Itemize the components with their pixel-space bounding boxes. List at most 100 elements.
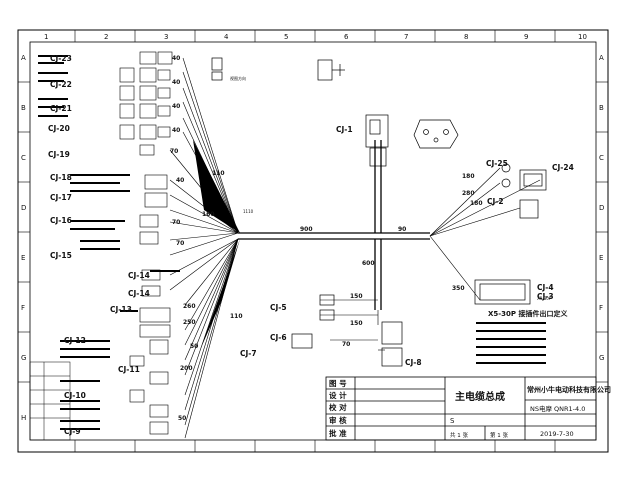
col-7: 7 [404,33,408,41]
left-connector-boxes [119,51,173,435]
grid-col-labels: 1 2 3 4 5 6 7 8 9 10 [44,33,587,41]
len-150b: 150 [350,320,363,327]
col-10: 10 [578,33,587,41]
tb-review: 审 核 [329,415,347,425]
tb-company: 常州小牛电动科技有限公司 [527,385,611,394]
label-cj16: CJ-16 [50,216,72,225]
tb-check: 校 对 [329,402,347,412]
row-d: D [21,204,26,212]
len-180: 180 [462,173,475,180]
grid-row-labels: A B C D E F G H A B C D E F G [21,54,604,422]
len-40c: 40 [172,103,180,110]
row-d-r: D [599,204,604,212]
label-cj10: CJ-10 [64,391,86,400]
label-cj3: CJ-3 [537,292,554,301]
len-40a: 40 [172,55,180,62]
label-cj2: CJ-2 [487,197,504,206]
label-cj5: CJ-5 [270,303,287,312]
col-9: 9 [524,33,528,41]
label-cj7: CJ-7 [240,349,257,358]
note-x5-30p: X5-30P [537,296,552,301]
len-350: 350 [452,285,465,292]
right-connectors [291,163,547,367]
tb-sheet-total: 共 1 张 [450,431,468,439]
outer-frame [17,29,609,453]
row-f: F [21,304,25,312]
len-90: 90 [398,226,406,233]
label-cj25: CJ-25 [486,159,508,168]
col-8: 8 [464,33,468,41]
left-branches-upper [169,57,239,256]
right-branches [429,167,541,301]
col-4: 4 [224,33,229,41]
col-3: 3 [164,33,168,41]
len-70: 70 [170,148,178,155]
len-900: 900 [300,226,313,233]
label-cj15: CJ-15 [50,251,72,260]
row-c: C [21,154,26,162]
label-cj1: CJ-1 [336,125,353,134]
tb-date: 2019-7-30 [540,430,574,438]
label-cj21: CJ-21 [50,104,72,113]
label-cj6: CJ-6 [270,333,287,342]
row-a-r: A [599,54,604,62]
row-g-r: G [599,354,604,362]
len-250: 250 [183,319,196,326]
len-50b: 50 [178,415,186,422]
grid-columns-top [74,30,556,452]
len-280: 280 [462,190,475,197]
grid-rows [18,81,608,383]
len-260: 260 [183,303,196,310]
tb-stage: S [450,417,455,425]
label-cj14: CJ-14 [128,271,150,280]
len-150a: 150 [350,293,363,300]
tb-approve: 批 准 [329,428,347,438]
revision-table [29,361,71,441]
label-cj9: CJ-9 [64,427,81,436]
label-cj18: CJ-18 [50,173,72,182]
tb-sheet-no: 第 1 张 [490,431,508,439]
label-cj19: CJ-19 [48,150,70,159]
len-200: 200 [180,365,193,372]
tb-model: NS电摩 QNR1-4.0 [530,404,585,413]
label-cj23: CJ-23 [50,54,72,63]
label-cj24: CJ-24 [552,163,574,172]
pinout-table [476,322,546,364]
note-view-direction: 视图方向 [230,75,246,81]
label-cj17: CJ-17 [50,193,72,202]
len-70d: 70 [342,341,350,348]
left-branches-lower [169,238,239,439]
label-cj4: CJ-4 [537,283,554,292]
lower-branches [320,299,385,351]
title-block-text: 图 号 设 计 校 对 审 核 批 准 主电缆总成 常州小牛电动科技有限公司 N… [329,379,611,439]
main-trunk [238,140,430,310]
top-plug-figure [211,57,459,167]
row-c-r: C [599,154,604,162]
col-1: 1 [44,33,48,41]
left-annotation-strips [38,55,180,430]
label-cj13: CJ-13 [110,305,132,314]
length-labels: 40 40 40 40 70 110 40 160 70 70 900 90 6… [170,55,483,422]
len-50: 50 [190,343,198,350]
connector-labels: CJ-23 CJ-22 CJ-21 CJ-20 CJ-19 CJ-18 CJ-1… [48,54,574,436]
col-5: 5 [284,33,288,41]
len-600: 600 [362,260,375,267]
row-e-r: E [599,254,603,262]
label-cj8: CJ-8 [405,358,422,367]
len-110: 110 [212,170,225,177]
len-40b: 40 [172,79,180,86]
len-40d: 40 [172,127,180,134]
row-f-r: F [599,304,603,312]
row-a: A [21,54,26,62]
row-h: H [21,414,26,422]
row-b: B [21,104,26,112]
label-cj11: CJ-11 [118,365,140,374]
len-110b: 110 [230,313,243,320]
row-b-r: B [599,104,604,112]
len-160: 160 [202,211,215,218]
row-g: G [21,354,26,362]
title-block-frame [325,376,597,441]
label-cj14b: CJ-14 [128,289,150,298]
note-x5-30p-def: X5-30P 接插件出口定义 [488,309,568,318]
